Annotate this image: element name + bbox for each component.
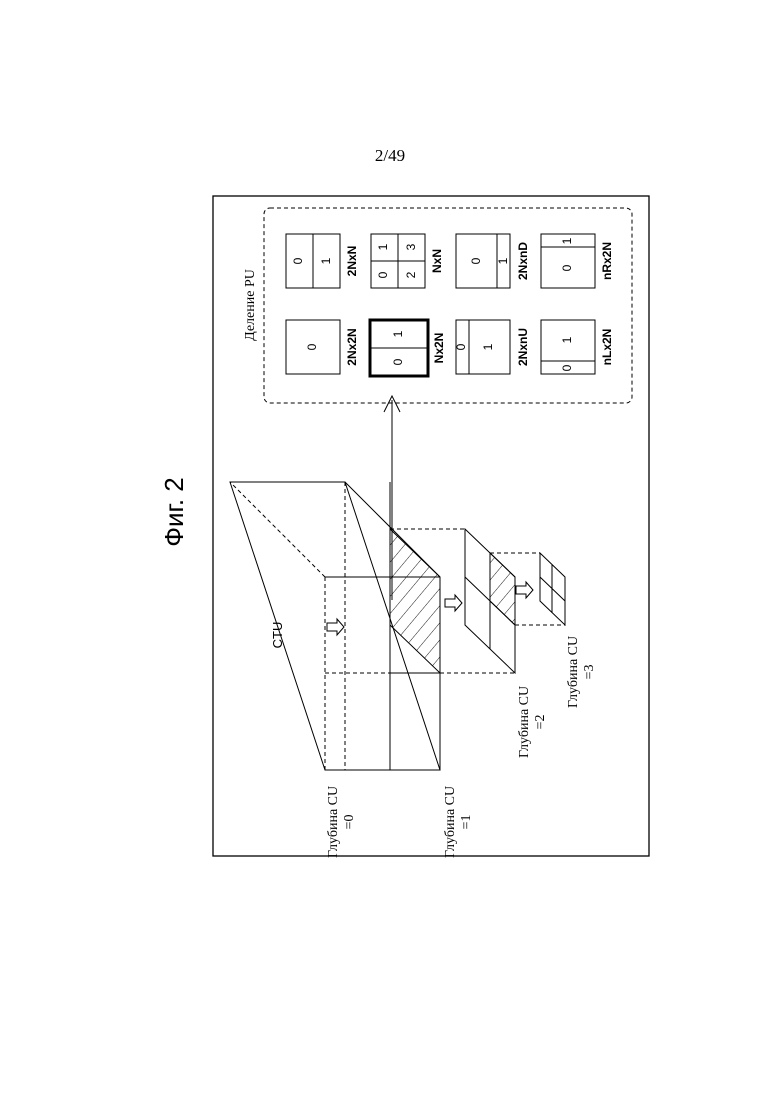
pu-mode-Nx2N: 0 1 Nx2N xyxy=(370,320,446,376)
pu-cell: 0 xyxy=(560,364,574,371)
pu-mode-NxN: 0 1 2 3 NxN xyxy=(371,234,444,288)
svg-text:Глубина CU: Глубина CU xyxy=(517,686,532,758)
pu-mode-label: 2NxN xyxy=(345,246,359,277)
down-arrow-icon xyxy=(516,582,533,598)
svg-text:=0: =0 xyxy=(342,815,357,830)
depth-2-label: Глубина CU =2 xyxy=(517,686,548,758)
pu-cell: 0 xyxy=(391,358,405,365)
cu-depth-3-block xyxy=(540,553,565,625)
svg-text:=3: =3 xyxy=(582,665,597,680)
depth-0-label: Глубина CU =0 xyxy=(326,786,357,858)
pu-mode-label: 2Nx2N xyxy=(345,328,359,365)
pu-mode-label: Nx2N xyxy=(432,333,446,364)
pu-cell: 1 xyxy=(496,257,510,264)
pu-cell: 1 xyxy=(560,336,574,343)
pu-mode-nRx2N: 0 1 nRx2N xyxy=(541,234,614,288)
down-arrow-icon xyxy=(445,595,462,611)
pu-cell: 0 xyxy=(560,264,574,271)
pu-mode-label: nRx2N xyxy=(600,242,614,280)
pu-mode-2NxnU: 0 1 2NxnU xyxy=(454,320,530,374)
svg-text:Глубина CU: Глубина CU xyxy=(443,786,458,858)
pu-mode-label: 2NxnD xyxy=(516,242,530,280)
pu-mode-2NxnD: 0 1 2NxnD xyxy=(456,234,530,288)
cu-depth-2-block xyxy=(465,529,565,673)
figure-frame xyxy=(213,196,649,856)
depth-1-label: Глубина CU =1 xyxy=(443,786,474,858)
svg-text:=2: =2 xyxy=(533,715,548,730)
svg-text:Глубина CU: Глубина CU xyxy=(326,786,341,858)
pu-cell: 0 xyxy=(305,343,319,350)
pu-mode-2NxN: 0 1 2NxN xyxy=(286,234,359,288)
pu-cell: 2 xyxy=(404,271,418,278)
pu-cell: 1 xyxy=(560,237,574,244)
pu-cell: 1 xyxy=(391,330,405,337)
svg-text:Глубина CU: Глубина CU xyxy=(566,636,581,708)
pu-cell: 1 xyxy=(481,343,495,350)
pu-cell: 0 xyxy=(454,343,468,350)
pu-mode-label: 2NxnU xyxy=(516,328,530,366)
ctu-label: CTU xyxy=(270,622,285,649)
down-arrow-icon xyxy=(327,619,344,635)
svg-text:=1: =1 xyxy=(459,815,474,830)
depth-3-label: Глубина CU =3 xyxy=(566,636,597,708)
pu-cell: 0 xyxy=(291,257,305,264)
pu-mode-label: NxN xyxy=(430,249,444,273)
pu-group-title: Деление PU xyxy=(243,269,258,341)
pu-mode-label: nLx2N xyxy=(600,329,614,366)
pu-mode-2Nx2N: 0 2Nx2N xyxy=(286,320,359,374)
pu-mode-nLx2N: 0 1 nLx2N xyxy=(541,320,614,374)
cu-depth-1-block xyxy=(325,482,515,770)
pu-cell: 3 xyxy=(404,243,418,250)
figure-title: Фиг. 2 xyxy=(159,477,189,547)
pu-cell: 1 xyxy=(319,257,333,264)
pu-cell: 1 xyxy=(376,243,390,250)
pu-cell: 0 xyxy=(376,271,390,278)
pu-cell: 0 xyxy=(469,257,483,264)
